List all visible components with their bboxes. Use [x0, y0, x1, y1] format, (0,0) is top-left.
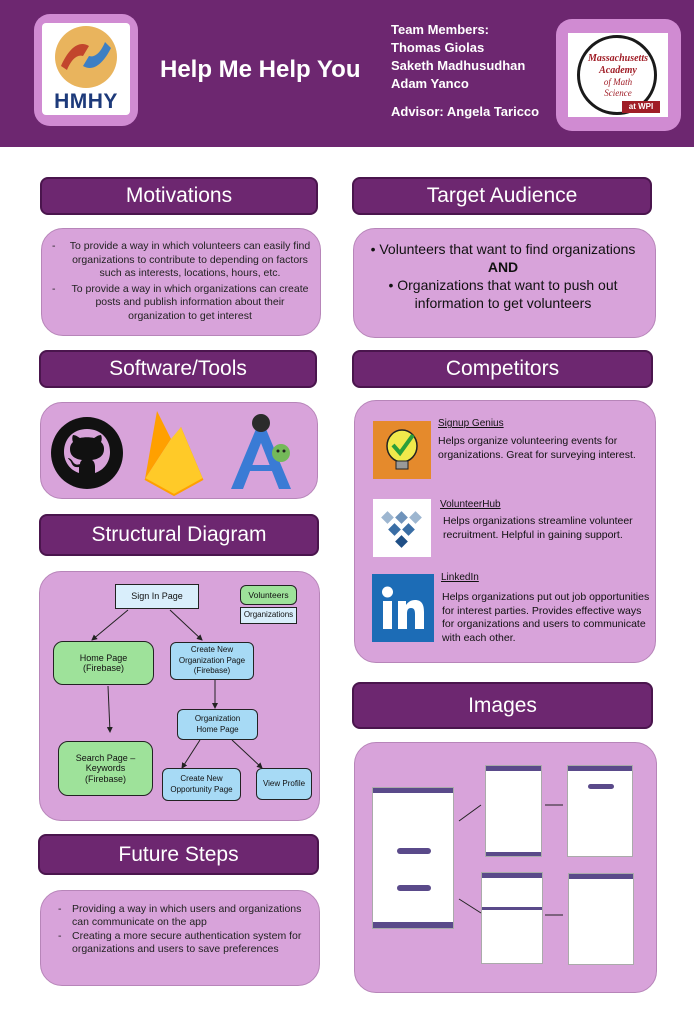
list-item: Providing a way in which users and organ… — [54, 903, 320, 928]
github-icon — [51, 417, 123, 489]
target-audience-title: Target Audience — [352, 177, 652, 215]
target-audience-text: • Volunteers that want to find organizat… — [370, 241, 636, 311]
hmhy-logo: HMHY — [34, 14, 138, 126]
competitors-title: Competitors — [352, 350, 653, 388]
team-member: Thomas Giolas — [391, 40, 485, 55]
app-screenshot-create-org — [481, 872, 543, 964]
linkedin-logo — [372, 574, 434, 642]
node-org-home-page: Organization Home Page — [177, 709, 258, 740]
future-steps-title: Future Steps — [38, 834, 319, 875]
node-sign-in-page: Sign In Page — [115, 584, 199, 609]
list-item: To provide a way in which volunteers can… — [52, 240, 314, 281]
team-member: Adam Yanco — [391, 76, 469, 91]
team-label: Team Members: — [391, 22, 490, 37]
competitor-name: Signup Genius — [438, 418, 504, 429]
app-screenshot-home — [485, 765, 542, 857]
poster-header: HMHY Help Me Help You Team Members: Thom… — [0, 0, 694, 147]
app-screenshot-search — [567, 765, 633, 857]
competitor-name: LinkedIn — [441, 572, 479, 583]
competitor-desc: Helps organizations put out job opportun… — [442, 591, 650, 644]
list-item: Creating a more secure authentication sy… — [54, 930, 320, 955]
school-logo: Massachusetts Academy of Math Science at… — [556, 19, 681, 131]
app-screenshot-create-opportunity — [568, 873, 634, 965]
node-view-profile: View Profile — [256, 768, 312, 800]
diagram-arrows — [91, 609, 263, 769]
logo-text: HMHY — [54, 90, 118, 113]
software-panel — [40, 402, 318, 499]
signup-genius-logo — [373, 421, 431, 479]
screenshot-arrows — [458, 804, 563, 916]
structural-diagram-title: Structural Diagram — [39, 514, 319, 556]
node-organizations: Organizations — [240, 607, 297, 624]
node-search-page: Search Page – Keywords (Firebase) — [58, 741, 153, 796]
node-volunteers: Volunteers — [240, 585, 297, 605]
volunteerhub-logo — [373, 499, 431, 557]
advisor: Advisor: Angela Taricco — [391, 104, 540, 119]
target-panel — [353, 228, 656, 338]
helping-hands-icon — [55, 26, 117, 88]
future-steps-list: Providing a way in which users and organ… — [54, 903, 320, 957]
motivations-list: To provide a way in which volunteers can… — [52, 240, 314, 323]
images-title: Images — [352, 682, 653, 729]
app-screenshot-signin — [372, 787, 454, 929]
node-home-page: Home Page (Firebase) — [53, 641, 154, 685]
motivations-title: Motivations — [40, 177, 318, 215]
competitor-name: VolunteerHub — [440, 499, 501, 510]
firebase-icon — [144, 411, 204, 497]
node-create-opportunity-page: Create New Opportunity Page — [162, 768, 241, 801]
list-item: To provide a way in which organizations … — [52, 283, 314, 324]
seal-ring-icon — [577, 35, 657, 115]
poster-title: Help Me Help You — [160, 56, 361, 83]
node-create-org-page: Create New Organization Page (Firebase) — [170, 642, 254, 680]
android-studio-icon — [231, 414, 291, 489]
competitor-desc: Helps organize volunteering events for o… — [438, 435, 636, 461]
team-member: Saketh Madhusudhan — [391, 58, 526, 73]
team-members: Team Members: Thomas Giolas Saketh Madhu… — [391, 21, 525, 93]
software-tools-title: Software/Tools — [39, 350, 317, 388]
competitor-desc: Helps organizations streamline volunteer… — [443, 515, 633, 541]
